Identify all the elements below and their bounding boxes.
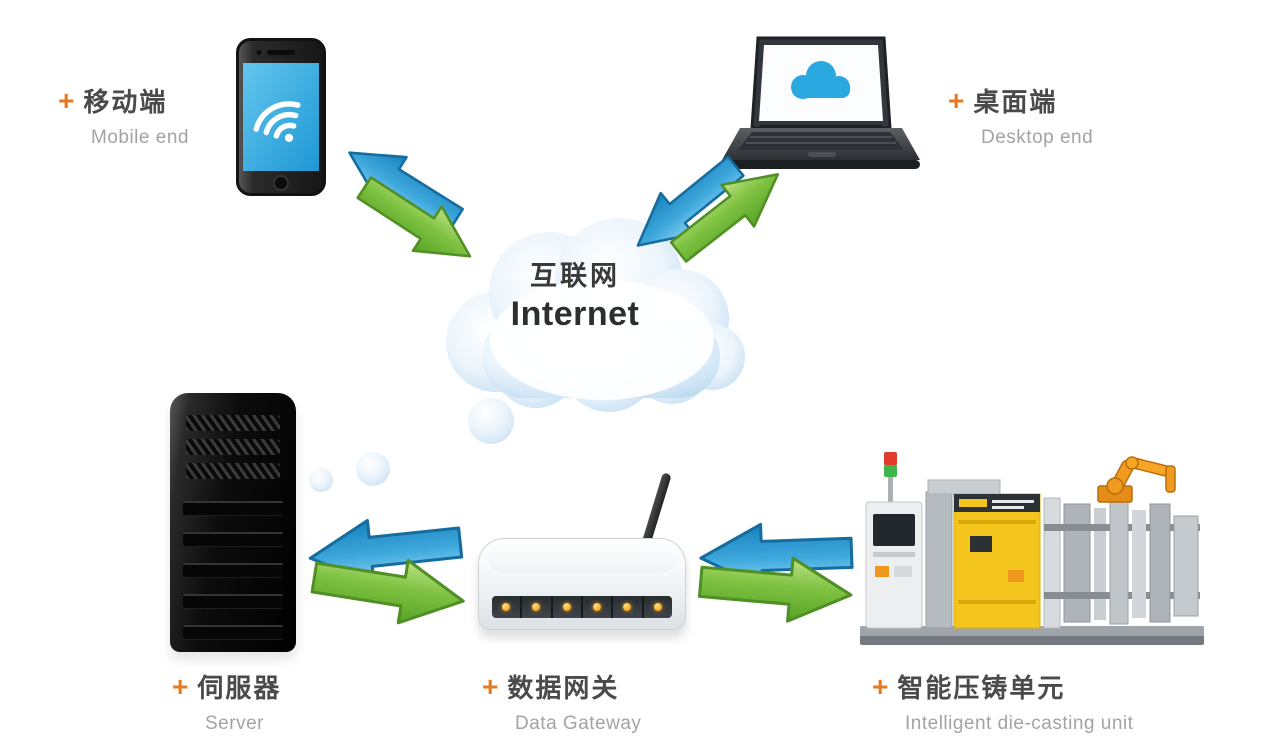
arrow-server-to-gateway [310,558,465,625]
plus-icon: + [482,671,499,703]
plus-icon: + [58,85,75,117]
led-indicator [613,596,644,618]
screen-cloud-glyph [791,61,850,99]
plus-icon: + [948,85,965,117]
led-indicator [522,596,553,618]
router-lid [488,543,676,573]
arrow-mobile-to-internet [356,176,472,258]
server-label-zh: 伺服器 [197,673,282,703]
cloud-bubble-medium [356,452,390,486]
mobile-label-en: Mobile end [91,126,189,148]
internet-label-zh: 互联网 [530,261,620,291]
gateway-label-en: Data Gateway [515,712,642,734]
arrow-gateway-to-machine [697,556,853,623]
desktop-label-en: Desktop end [981,126,1094,148]
cloud-icon [446,218,745,412]
gateway-label: + 数据网关 Data Gateway [482,671,642,735]
gateway-label-zh: 数据网关 [507,673,620,703]
server-slot [183,532,283,546]
machine-label-zh: 智能压铸单元 [897,673,1066,703]
server-vent [186,463,280,479]
cloud-bubble-small [309,468,333,492]
arrow-desktop-to-internet [636,155,745,247]
smartphone-wifi-icon [236,38,326,196]
server-slot [183,625,283,639]
mobile-label-zh: 移动端 [83,87,168,117]
server-slot [183,501,283,515]
cloud-bubble-large [468,398,514,444]
server-slot [183,594,283,608]
arrow-internet-to-desktop [669,173,780,263]
plus-icon: + [872,671,889,703]
robot-arm-icon [1097,456,1176,503]
led-indicator [583,596,614,618]
machine-label: + 智能压铸单元 Intelligent die-casting unit [872,671,1134,735]
server-tower-icon [170,393,296,652]
led-indicator [644,596,672,618]
server-vent [186,415,280,431]
desktop-label: + 桌面端 Desktop end [948,85,1094,149]
machine-label-en: Intelligent die-casting unit [905,712,1134,734]
laptop-cloud-icon [722,36,920,169]
led-indicator [553,596,583,618]
router-body [478,538,686,630]
wifi-icon [253,101,301,142]
plus-icon: + [172,671,189,703]
mobile-label: + 移动端 Mobile end [58,85,189,149]
wireless-router-icon [478,468,686,634]
led-indicator [492,596,523,618]
desktop-label-zh: 桌面端 [973,87,1058,117]
die-casting-machine-icon [860,452,1204,645]
internet-label: 互联网 Internet [414,254,736,334]
server-label-en: Server [205,712,264,734]
internet-cloud: 互联网 Internet [424,194,746,412]
led-panel [492,596,672,618]
internet-label-en: Internet [510,295,640,333]
server-slot [183,563,283,577]
server-vent [186,439,280,455]
server-label: + 伺服器 Server [172,671,282,735]
